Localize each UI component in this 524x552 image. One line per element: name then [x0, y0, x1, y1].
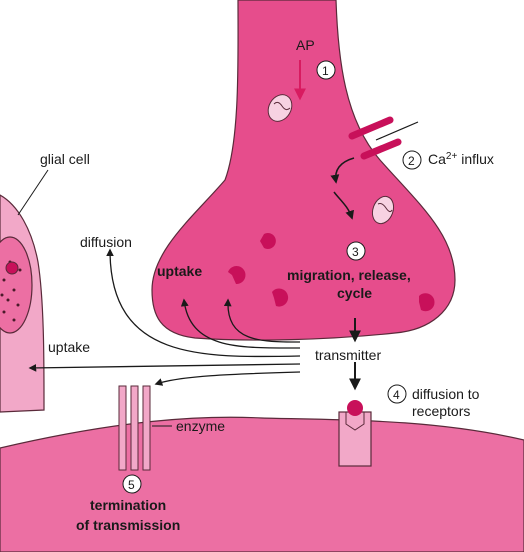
step5-badge: [122, 474, 142, 494]
termination-label-1: termination: [90, 497, 166, 513]
diffusion-to-label-2: receptors: [412, 403, 470, 419]
calcium-channel-icon: [348, 116, 419, 160]
uptake-arrow-terminal-1: [180, 298, 301, 349]
presynaptic-terminal: [151, 0, 456, 341]
step1-label: 1: [322, 64, 329, 78]
step1-badge: [316, 60, 336, 80]
step3-badge: [346, 241, 366, 261]
diffusion-arrow: [106, 248, 301, 358]
termination-label-2: of transmission: [76, 517, 180, 533]
step2-badge: [402, 150, 422, 170]
enzyme-arrow: [154, 371, 301, 386]
receptor-icon: [338, 400, 372, 467]
uptake-arrow-terminal-2: [223, 298, 301, 343]
mitochondrion-icon: [267, 94, 293, 122]
vesicle-icon: [272, 288, 289, 307]
ca-influx-label: Ca2+ influx: [428, 151, 494, 167]
glial-nucleolus: [5, 261, 19, 275]
uptake-glial-label: uptake: [48, 339, 90, 355]
glial-nucleus: [0, 236, 33, 334]
vesicle-icon: [419, 293, 435, 312]
migration-label-1: migration, release,: [287, 267, 411, 283]
ca-influx-arrow: [330, 157, 355, 184]
transmitter-label: transmitter: [315, 347, 381, 363]
glial-cell-leader: [17, 169, 49, 216]
step5-label: 5: [128, 478, 135, 492]
ap-label: AP: [296, 37, 315, 53]
migration-label-2: cycle: [337, 285, 372, 301]
vesicle-icon: [260, 233, 276, 249]
enzyme-label: enzyme: [176, 418, 225, 434]
step4-badge: [387, 384, 407, 404]
uptake-arrow-glial: [28, 363, 301, 372]
uptake-terminal-label: uptake: [157, 263, 202, 279]
diffusion-to-label-1: diffusion to: [412, 386, 480, 402]
glial-granules: [0, 260, 22, 322]
vesicle-icon: [228, 266, 246, 285]
enzyme-icon: [118, 385, 151, 471]
step4-label: 4: [393, 388, 400, 402]
mitochondrion-icon: [371, 195, 395, 225]
diffusion-label: diffusion: [80, 234, 132, 250]
migration-arrow: [333, 191, 354, 220]
step3-label: 3: [352, 245, 359, 259]
glial-cell-label: glial cell: [40, 151, 90, 167]
step2-label: 2: [408, 154, 415, 168]
